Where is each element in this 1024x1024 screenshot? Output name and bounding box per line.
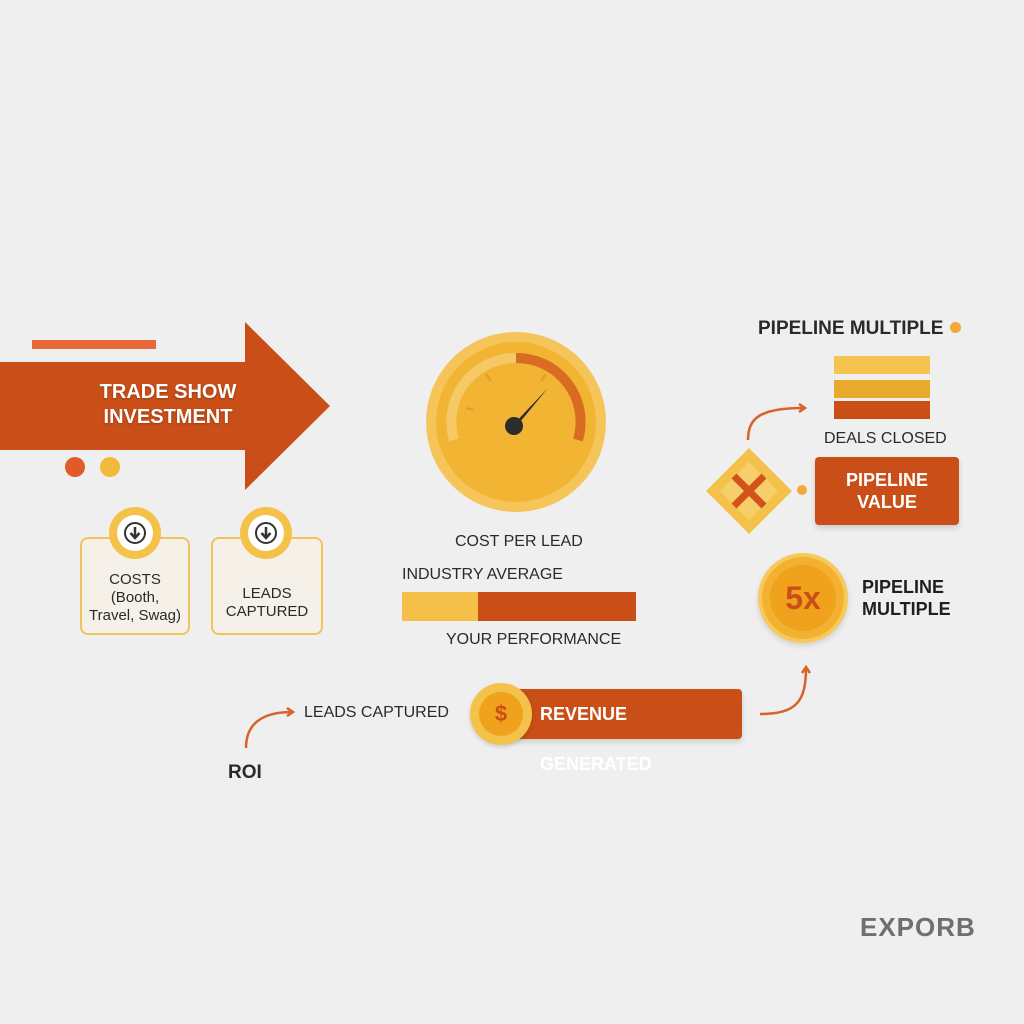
multiple-value: 5x bbox=[770, 565, 836, 631]
costs-line3: Travel, Swag) bbox=[89, 607, 181, 624]
brand-logo: EXPORB bbox=[860, 912, 976, 942]
investment-arrow bbox=[0, 322, 330, 490]
pipeline-value-line2: VALUE bbox=[857, 492, 917, 512]
arrow-roi bbox=[244, 712, 292, 749]
decor-dot-orange bbox=[65, 457, 85, 477]
close-x-icon bbox=[706, 448, 792, 534]
arrow-to-deals bbox=[746, 408, 804, 441]
leads-line1: LEADS bbox=[242, 585, 292, 602]
pipeline-multiple-heading: PIPELINE MULTIPLE bbox=[758, 318, 944, 339]
download-arrow-icon bbox=[124, 522, 146, 544]
costs-line2: (Booth, bbox=[110, 589, 160, 606]
decor-dot-gold bbox=[100, 457, 120, 477]
investment-label: TRADE SHOW INVESTMENT bbox=[78, 380, 258, 430]
pipeline-value-box: PIPELINE VALUE bbox=[815, 457, 959, 525]
leads-line2: CAPTURED bbox=[225, 603, 309, 620]
deals-closed-label: DEALS CLOSED bbox=[824, 430, 947, 447]
multiple-badge: 5x bbox=[758, 553, 848, 643]
roi-label: ROI bbox=[228, 762, 262, 783]
pipeline-multiple-label: PIPELINE MULTIPLE bbox=[862, 576, 951, 620]
dollar-coin-icon: $ bbox=[470, 683, 532, 745]
costs-icon-badge bbox=[109, 507, 161, 559]
your-performance-bar bbox=[478, 592, 636, 621]
pipeline-multiple-line2: MULTIPLE bbox=[862, 599, 951, 619]
speedometer-icon bbox=[426, 332, 606, 512]
stack-bar-3 bbox=[834, 401, 930, 419]
revenue-generated-label: REVENUE GENERATED bbox=[540, 704, 652, 774]
download-arrow-icon bbox=[255, 522, 277, 544]
cost-per-lead-title: COST PER LEAD bbox=[455, 533, 583, 550]
pipeline-multiple-line1: PIPELINE bbox=[862, 577, 945, 597]
costs-line1: COSTS bbox=[109, 571, 161, 588]
arrow-to-multiple bbox=[759, 668, 806, 716]
decor-dot bbox=[797, 485, 807, 495]
industry-average-label: INDUSTRY AVERAGE bbox=[402, 566, 563, 583]
pipeline-value-line1: PIPELINE bbox=[845, 470, 929, 490]
decor-dot bbox=[950, 322, 961, 333]
accent-bar bbox=[32, 340, 156, 349]
stack-bar-2 bbox=[834, 380, 930, 398]
investment-label-line1: TRADE SHOW bbox=[99, 381, 237, 403]
stack-bar-1 bbox=[834, 356, 930, 374]
industry-average-bar bbox=[402, 592, 478, 621]
dollar-symbol: $ bbox=[479, 692, 523, 736]
your-performance-label: YOUR PERFORMANCE bbox=[446, 631, 622, 648]
revenue-generated-box: REVENUE GENERATED bbox=[500, 689, 742, 774]
leads-icon-badge bbox=[240, 507, 292, 559]
leads-captured-label: LEADS CAPTURED bbox=[304, 704, 449, 721]
investment-label-line2: INVESTMENT bbox=[103, 406, 233, 428]
